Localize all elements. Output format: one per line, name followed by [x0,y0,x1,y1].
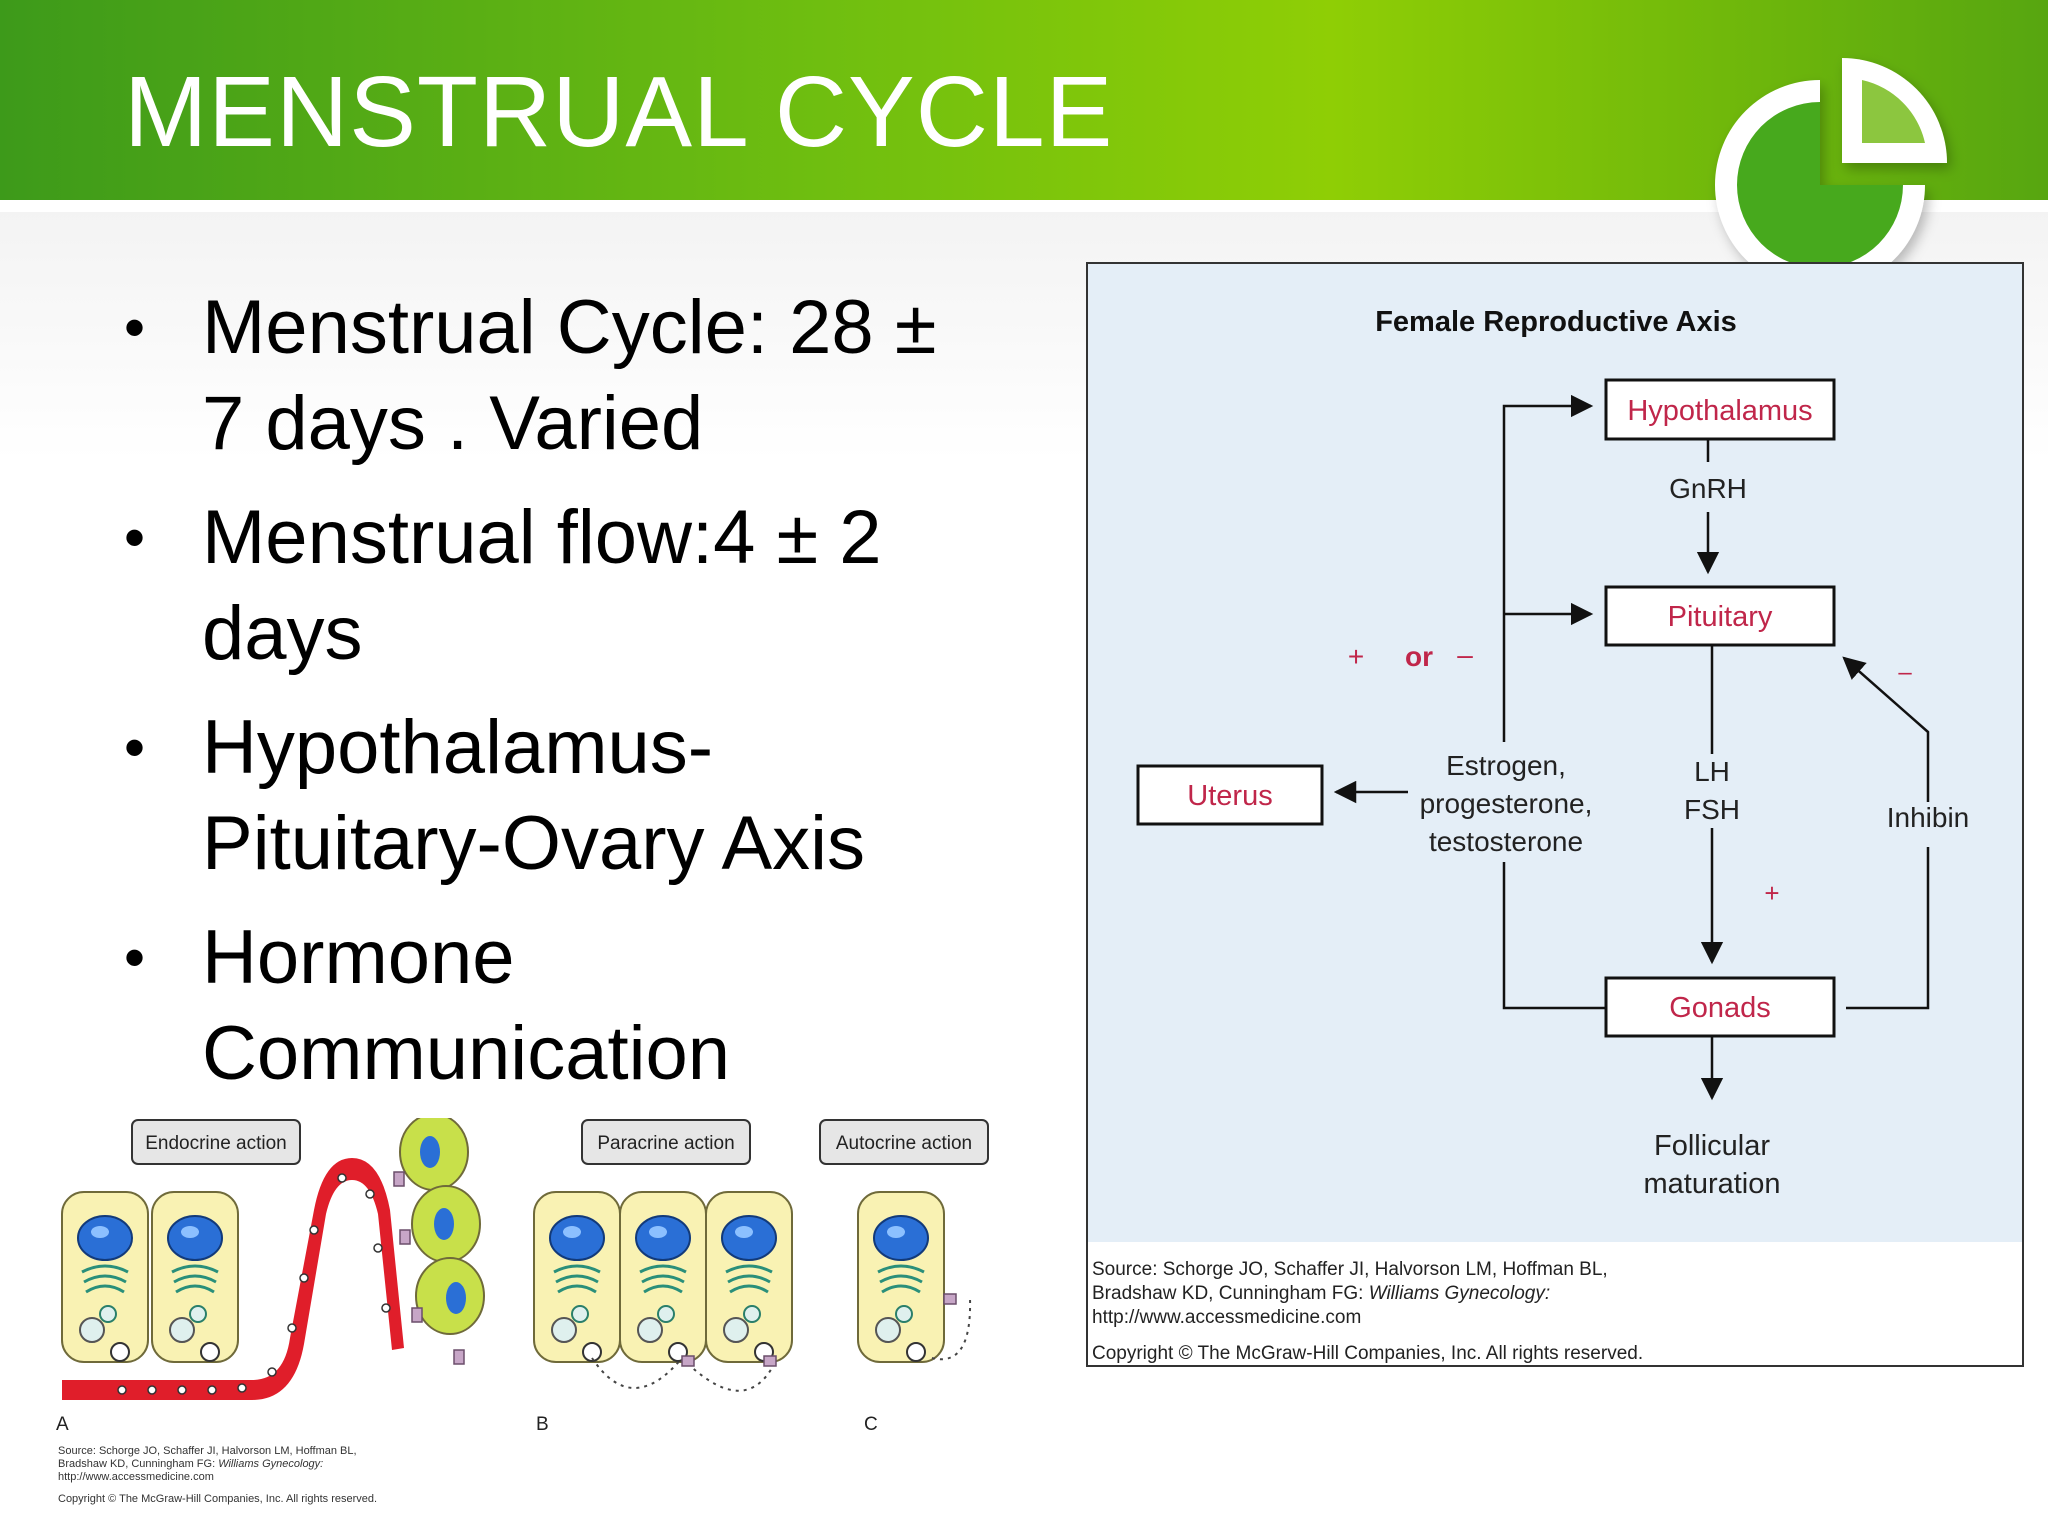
steroid-line: progesterone, [1420,788,1593,819]
bullet-text: Hypothalamus- Pituitary-Ovary Axis [202,705,866,886]
inhibin-minus-sign: – [1898,659,1912,686]
axis-arrows [1333,394,1930,1101]
source-authors: Bradshaw KD, Cunningham FG: [58,1458,218,1470]
paracrine-text: Paracrine action [597,1133,734,1154]
bullet-item: •Menstrual flow:4 ± 2 days [124,495,882,676]
steroid-line: testosterone [1429,826,1583,857]
autocrine-panel: C [856,1190,972,1435]
axis-title: Female Reproductive Axis [1375,306,1737,338]
panel-label: B [536,1414,549,1435]
autocrine-action-label: Autocrine action [819,1119,989,1165]
gonads-label: Gonads [1669,992,1771,1024]
bullet-text: Hormone Communication [202,915,730,1096]
endocrine-action-label: Endocrine action [131,1119,301,1165]
bullet-item: •Menstrual Cycle: 28 ± 7 days . Varied [124,285,937,466]
plus-or-minus-label: + or – [1348,639,1473,672]
source-url: http://www.accessmedicine.com [58,1471,214,1483]
inhibin-label: Inhibin [1887,802,1970,833]
source-line: Source: Schorge JO, Schaffer JI, Halvors… [58,1445,357,1457]
copyright: Copyright © The McGraw-Hill Companies, I… [58,1493,377,1505]
panel-label: A [56,1414,69,1435]
hypothalamus-box: Hypothalamus [1604,378,1836,441]
gonad-plus-sign: + [1764,878,1779,908]
source-url: http://www.accessmedicine.com [1092,1307,1361,1328]
fsh-label: FSH [1684,794,1740,825]
autocrine-text: Autocrine action [836,1133,972,1154]
steroid-line: Estrogen, [1446,750,1566,781]
source-line-2: Bradshaw KD, Cunningham FG: Williams Gyn… [1092,1283,1550,1304]
cells-source-citation: Source: Schorge JO, Schaffer JI, Halvors… [58,1445,377,1505]
source-book: Williams Gynecology: [218,1458,323,1470]
follicular-line: Follicular [1654,1130,1770,1162]
paracrine-action-label: Paracrine action [581,1119,751,1165]
slide-title: MENSTRUAL CYCLE [124,56,1114,168]
copyright: Copyright © The McGraw-Hill Companies, I… [1092,1343,1643,1364]
or-text: or [1405,641,1433,672]
pituitary-label: Pituitary [1668,601,1773,633]
panel-label: C [864,1414,878,1435]
source-book: Williams Gynecology: [1369,1283,1550,1304]
bullet-text: Menstrual Cycle: 28 ± 7 days . Varied [202,285,937,466]
title-bar [0,0,2048,200]
axis-source-citation: Source: Schorge JO, Schaffer JI, Halvors… [1092,1259,1643,1364]
bullet-list: •Menstrual Cycle: 28 ± 7 days . Varied •… [124,280,1004,1120]
endocrine-text: Endocrine action [145,1133,287,1154]
minus-sign: – [1457,639,1473,670]
steroids-label: Estrogen, progesterone, testosterone [1420,750,1593,857]
follicular-maturation-label: Follicular maturation [1643,1130,1780,1200]
pituitary-box: Pituitary [1604,585,1836,647]
uterus-label: Uterus [1187,780,1272,812]
bullet-item: •Hormone Communication [124,915,730,1096]
hypothalamus-label: Hypothalamus [1627,395,1812,427]
pie-logo-icon [1715,58,1947,280]
hormone-communication-figure: Endocrine action Paracrine action Autocr… [56,1118,989,1505]
plus-sign: + [1348,641,1364,672]
source-line-2: Bradshaw KD, Cunningham FG: Williams Gyn… [58,1458,323,1470]
bullet-text: Menstrual flow:4 ± 2 days [202,495,882,676]
paracrine-panel: B [532,1190,794,1435]
endocrine-panel: A [56,1118,485,1435]
follicular-line: maturation [1643,1168,1780,1200]
gnrh-label: GnRH [1669,473,1747,504]
title-bar-divider [0,200,2048,212]
reproductive-axis-figure: Female Reproductive Axis Hypothalamus Pi… [1086,262,2024,1367]
bullet-item: •Hypothalamus- Pituitary-Ovary Axis [124,705,866,886]
source-authors: Bradshaw KD, Cunningham FG: [1092,1283,1369,1304]
uterus-box: Uterus [1136,764,1324,826]
lh-label: LH [1694,756,1730,787]
source-line: Source: Schorge JO, Schaffer JI, Halvors… [1092,1259,1608,1280]
gonads-box: Gonads [1604,976,1836,1038]
